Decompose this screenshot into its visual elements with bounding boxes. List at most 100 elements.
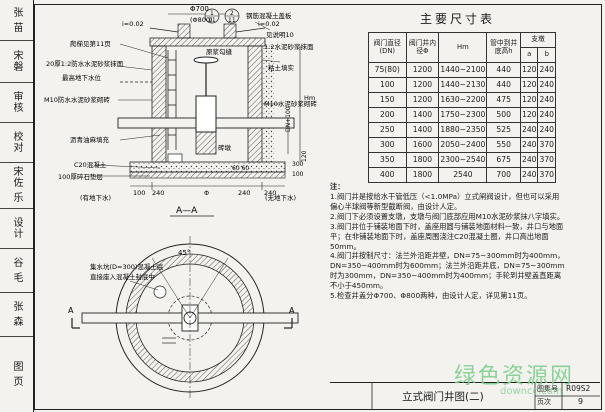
brick-pier xyxy=(195,131,217,155)
table-cell: 120 xyxy=(519,107,539,123)
table-cell: 1600 xyxy=(405,137,440,153)
th-pier: 支墩 xyxy=(519,32,557,48)
table-cell: 240 xyxy=(519,167,539,183)
label-d100: 100 xyxy=(292,171,304,178)
label-ground-water: 最高地下水位 xyxy=(62,73,102,82)
table-cell: 240 xyxy=(537,107,556,123)
note-item-1: 1.阀门井是按给水干管低压（<1.0MPa）立式闸阀设计，但也可以采用偏心半球阀… xyxy=(330,191,560,211)
notes-heading: 注： xyxy=(330,182,345,191)
cover-slab xyxy=(149,37,266,47)
table-cell: 120 xyxy=(519,92,539,108)
table-cell: 500 xyxy=(486,107,521,123)
table-cell: 400 xyxy=(368,167,407,183)
right-wall xyxy=(247,45,263,163)
table-cell: 475 xyxy=(486,92,521,108)
label-dia700: Φ700 xyxy=(190,5,209,13)
table-cell: 1750~2300 xyxy=(438,107,488,123)
label-phi: Φ xyxy=(204,189,209,197)
label-m10-right: M10水泥砂浆砌砖 xyxy=(264,99,317,108)
table-cell: 700 xyxy=(486,167,521,183)
notes-block: 注： 1.阀门井是按给水干管低压（<1.0MPa）立式闸阀设计，但也可以采用偏心… xyxy=(330,182,566,301)
plan-sump-label-2: 直接座入混凝土封底中 xyxy=(90,272,155,281)
table-cell: 240 xyxy=(519,122,539,138)
label-frac-den1: 11 xyxy=(208,17,216,24)
table-cell: 1800 xyxy=(405,152,440,168)
table-cell: 120 xyxy=(519,62,539,78)
table-cell: 370 xyxy=(537,167,556,183)
table-cell: 2050~2400 xyxy=(438,137,488,153)
side-cell-3: 审核 xyxy=(0,82,33,123)
table-cell: 240 xyxy=(537,122,556,138)
th-phi: 阀门井内径Φ xyxy=(405,32,440,63)
label-slope-left: i=0.02 xyxy=(122,20,144,28)
side-cell-4: 校对 xyxy=(0,122,33,163)
table-cell: 370 xyxy=(537,152,556,168)
label-face: 原浆勾缝 xyxy=(206,47,233,56)
table-cell: 1440~2130 xyxy=(438,77,488,93)
table-cell: 440 xyxy=(486,62,521,78)
table-cell: 75(80) xyxy=(368,62,407,78)
label-d240a: 240 xyxy=(152,189,164,197)
table-title: 主要尺寸表 xyxy=(420,12,496,26)
label-frac-den2: 11 xyxy=(228,17,236,24)
section-title: A—A xyxy=(176,206,198,216)
label-with-water: (有地下水) xyxy=(80,193,111,202)
plan-marker-a-left: A xyxy=(68,306,74,315)
th-dn: 阀门直径(DN) xyxy=(368,32,407,63)
plan-angle: 45° xyxy=(178,249,190,257)
label-asphalt: 沥青油麻填充 xyxy=(70,135,110,144)
table-cell: 100 xyxy=(368,77,407,93)
table-cell: 1630~2200 xyxy=(438,92,488,108)
table-cell: 150 xyxy=(368,92,407,108)
plan-marker-a-right: A xyxy=(289,306,295,315)
note-item-4: 4.阀门井按制尺寸：法兰外沿距井壁，DN=75~300mm时为400mm，DN=… xyxy=(330,251,565,291)
label-c20: C20混凝土 xyxy=(74,160,107,169)
side-cell-6: 设计 xyxy=(0,208,33,249)
plan-sump-label: 集水坑(D=300)混凝土底 xyxy=(90,262,164,271)
th-hm: Hm xyxy=(438,32,488,63)
table-cell: 350 xyxy=(368,152,407,168)
label-dia800: (Φ800) xyxy=(190,16,213,24)
label-d120: 120 xyxy=(301,150,308,162)
table-cell: 300 xyxy=(368,137,407,153)
title-block: 立式阀门井图(二) 图集号 R09S2 页次 9 xyxy=(330,382,600,409)
table-cell: 1440~2100 xyxy=(438,62,488,78)
gravel-bed xyxy=(129,171,286,179)
table-cell: 1200 xyxy=(405,62,440,78)
side-cell-7: 谷 毛 xyxy=(0,248,33,293)
drawing-frame xyxy=(34,4,602,410)
note-item-3: 3.阀门井位于铺装地面下时，盖座用圆与铺装地面材料一致，井口与地面平；在非铺装地… xyxy=(330,221,564,251)
side-cell-9: 图 页 xyxy=(11,360,22,388)
table-cell: 240 xyxy=(519,152,539,168)
table-cell: 550 xyxy=(486,137,521,153)
table-cell: 2300~2540 xyxy=(438,152,488,168)
label-m10-left: M10防水水泥砂浆砌砖 xyxy=(44,95,110,104)
handwheel-icon xyxy=(193,56,219,64)
gate-valve xyxy=(195,95,217,133)
table-cell: 1200 xyxy=(405,77,440,93)
table-cell: 1400 xyxy=(405,122,440,138)
titleblock-page-label: 页次 xyxy=(537,398,551,406)
table-cell: 1400 xyxy=(405,107,440,123)
label-rough-mortar: 1:2水泥砂浆抹面 xyxy=(264,42,314,51)
c20-base xyxy=(129,161,286,173)
table-cell: 120 xyxy=(519,77,539,93)
table-cell: 240 xyxy=(537,62,556,78)
th-b: b xyxy=(537,47,556,63)
label-ladder: 爬梯见第11页 xyxy=(70,39,111,48)
label-d100b: 100 xyxy=(133,189,145,197)
table-cell: 240 xyxy=(537,92,556,108)
watermark-url: downcc.com xyxy=(500,386,563,397)
table-cell: 250 xyxy=(368,122,407,138)
table-cell: 1800 xyxy=(405,167,440,183)
table-cell: 1200 xyxy=(405,92,440,108)
label-d300: 300 xyxy=(292,161,304,168)
